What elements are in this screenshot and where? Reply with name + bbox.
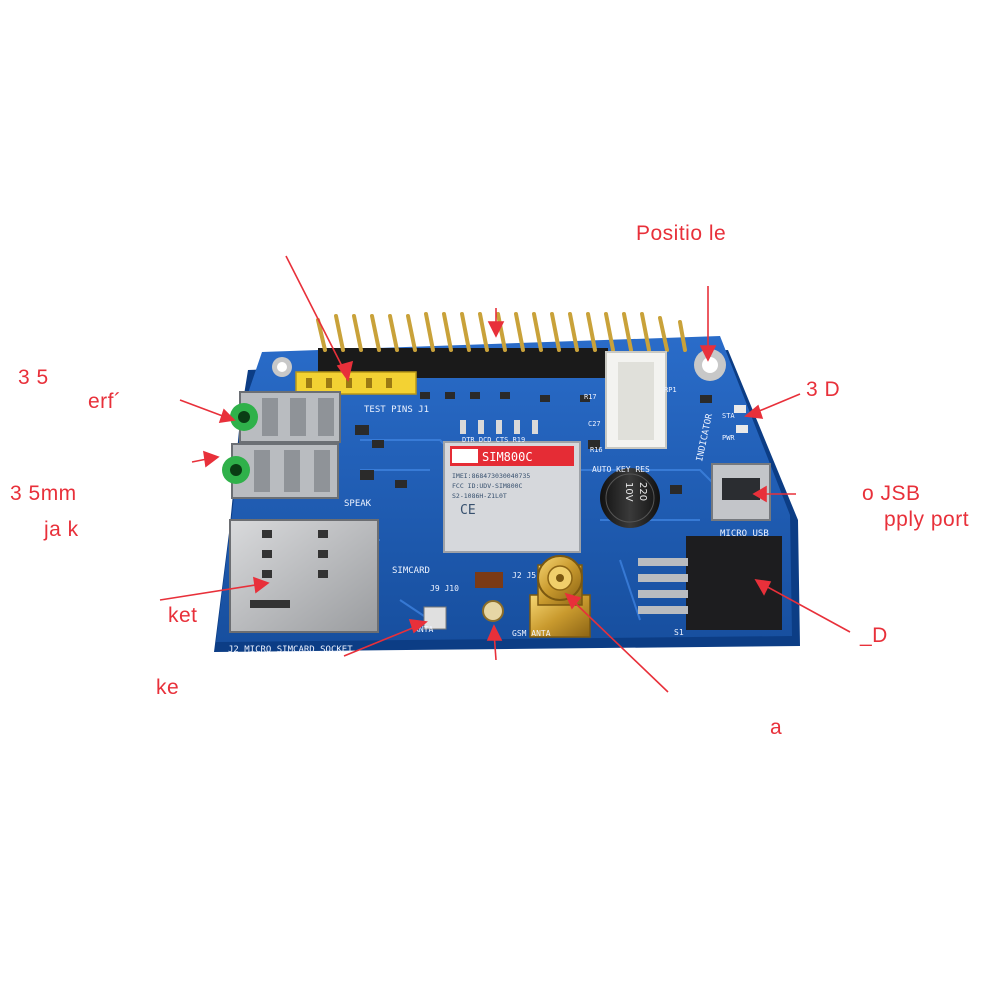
sim800c-label-band bbox=[450, 446, 574, 466]
silk-pins-row: DTR DCD CTS R19 bbox=[462, 436, 525, 444]
annotation-socket-b: ke bbox=[156, 676, 180, 699]
audio-jack-bottom bbox=[222, 443, 339, 499]
component-j5 bbox=[475, 572, 503, 588]
led-sta bbox=[734, 405, 746, 413]
silk-sta: STA bbox=[722, 412, 735, 420]
mount-hole bbox=[702, 357, 718, 373]
voltage-regulator bbox=[638, 536, 782, 630]
annotation-usb-b: pply port bbox=[884, 508, 970, 531]
silk-simcard: SIMCARD bbox=[392, 566, 430, 576]
annotation-usb-a: o JSB bbox=[862, 482, 921, 505]
annotation-audio-d: ja k bbox=[44, 518, 79, 541]
annotation-arrows bbox=[159, 255, 851, 693]
silk-rp1: RP1 bbox=[664, 386, 677, 394]
module-name: SIM800C bbox=[482, 450, 533, 464]
annotation-audio-c: 3 5mm bbox=[10, 482, 77, 505]
sim-latch bbox=[250, 600, 290, 608]
annotation-socket: ket bbox=[168, 604, 198, 627]
annotation-position-hole: Positio le bbox=[636, 222, 727, 245]
silk-s1: S1 bbox=[674, 628, 684, 637]
anta-pad bbox=[423, 606, 447, 630]
silk-anta: ANTA bbox=[414, 625, 433, 634]
mount-hole-left bbox=[277, 362, 287, 372]
annotation-led-bottom: _D bbox=[860, 624, 888, 647]
silk-r16: R16 bbox=[590, 446, 603, 454]
capacitor-value: 220 bbox=[637, 482, 648, 501]
test-pins-header bbox=[295, 371, 417, 395]
simcom-logo bbox=[452, 449, 478, 463]
silk-gsm-anta: GSM ANTA bbox=[512, 629, 551, 638]
sma-antenna-connector bbox=[529, 555, 591, 638]
led-pwr bbox=[736, 425, 748, 433]
capacitor-voltage: 10V bbox=[623, 482, 634, 502]
annotation-led-top: 3 D bbox=[806, 378, 841, 401]
smd-resistors bbox=[460, 420, 538, 434]
jst-connector-inner bbox=[618, 362, 654, 440]
annotation-stray: a bbox=[770, 716, 783, 739]
electrolytic-capacitor bbox=[600, 468, 660, 528]
silk-j5: J2 J5 bbox=[512, 571, 536, 580]
ufl-connector bbox=[482, 600, 504, 622]
silk-pwr: PWR bbox=[722, 434, 735, 442]
micro-usb-opening bbox=[722, 478, 760, 500]
audio-jack-top bbox=[230, 391, 341, 443]
module-sn: S2-1086H-Z1L0T bbox=[452, 492, 507, 500]
module-ce: CE bbox=[460, 503, 476, 518]
silk-micro-usb: MICRO USB bbox=[720, 529, 769, 539]
annotation-audio-a: 3 5 bbox=[18, 366, 49, 389]
module-fcc: FCC ID:UDV-SIM800C bbox=[452, 482, 523, 490]
annotation-audio-b: erf´ bbox=[88, 390, 122, 413]
silk-j9j10: J9 J10 bbox=[430, 584, 459, 593]
module-imei: IMEI:868473030040735 bbox=[452, 472, 530, 480]
silk-test-pins: TEST PINS J1 bbox=[364, 405, 429, 415]
test-pins-holes bbox=[306, 378, 392, 388]
gpio-pins bbox=[316, 312, 687, 352]
silk-c27: C27 bbox=[588, 420, 601, 428]
sim-contacts bbox=[262, 530, 328, 578]
sim-card-socket bbox=[229, 519, 379, 633]
silk-speak: SPEAK bbox=[344, 499, 372, 509]
silk-bottom-label: J2 MICRO SIMCARD SOCKET bbox=[228, 645, 353, 655]
capacitor-rim bbox=[605, 473, 655, 523]
smd-components bbox=[355, 392, 712, 494]
silk-r17: R17 bbox=[584, 393, 597, 401]
silk-auto-key: AUTO KEY RES bbox=[592, 465, 650, 474]
